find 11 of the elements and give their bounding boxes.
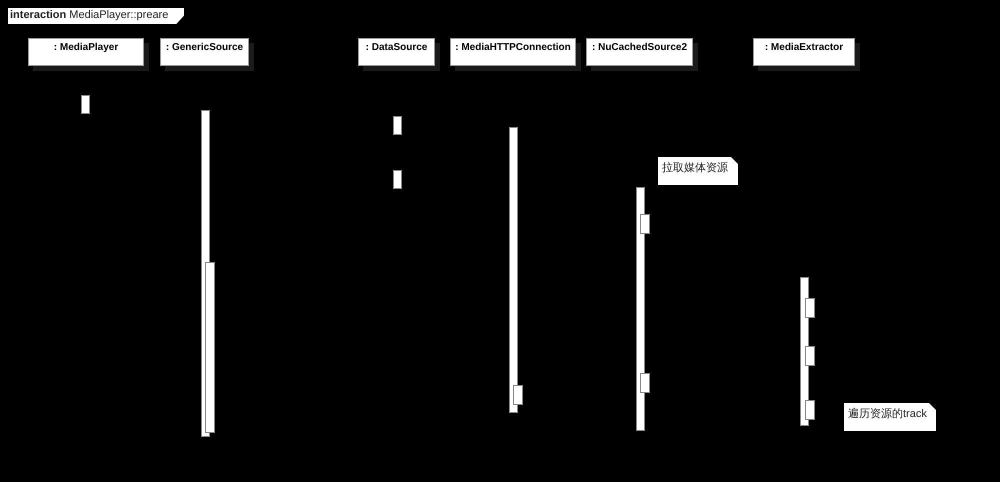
label-text: : MediaPlayer xyxy=(54,42,118,53)
frame-title: interaction MediaPlayer::preare xyxy=(8,8,184,24)
note xyxy=(658,157,738,185)
note xyxy=(844,403,936,431)
label-text: : NuCachedSource2 xyxy=(592,42,688,53)
label-text: 拉取媒体资源 xyxy=(662,162,728,174)
label-text: : DataSource xyxy=(366,42,428,53)
label-text: : MediaExtractor xyxy=(764,42,844,53)
label-text: 遍历资源的track xyxy=(848,408,927,420)
label-text: : MediaHTTPConnection xyxy=(455,42,571,53)
label-text: : GenericSource xyxy=(166,42,244,53)
